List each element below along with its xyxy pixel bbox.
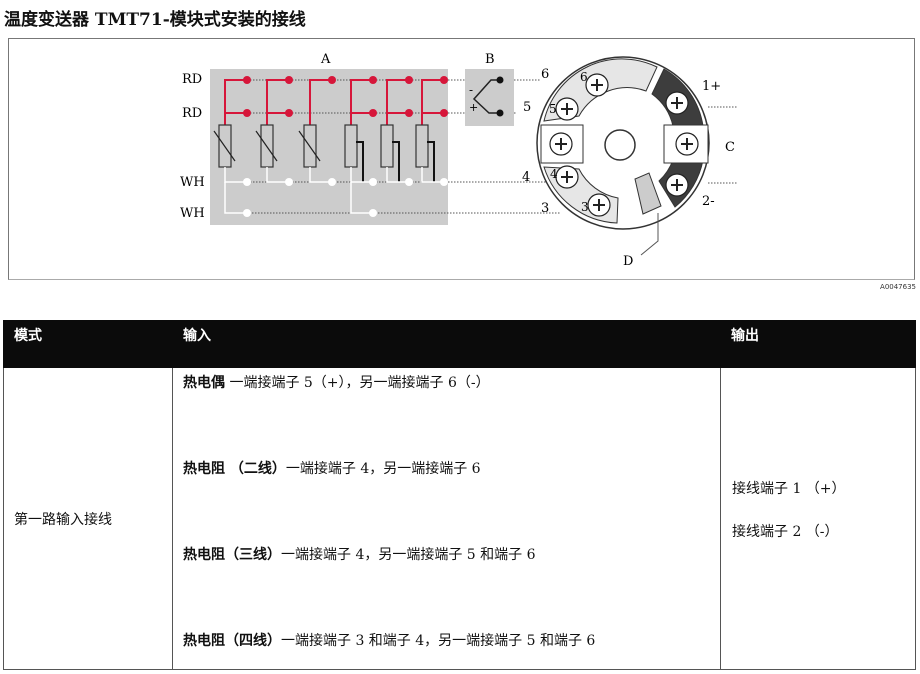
white-terminal-dot <box>405 178 413 186</box>
white-wire <box>309 167 332 183</box>
label-output-2: 2- <box>702 194 715 209</box>
label-rd-2: RD <box>182 106 202 121</box>
red-terminal-dot <box>369 109 377 117</box>
ring-label-4: 4 <box>550 167 558 181</box>
red-wire <box>266 79 289 125</box>
terminal-head <box>536 56 710 256</box>
mode-cell: 第一路输入接线 <box>3 367 173 670</box>
label-c: C <box>725 140 735 155</box>
screw-cross-icon <box>555 138 567 150</box>
screw-cross-icon <box>561 103 573 115</box>
header-output: 输出 <box>720 320 916 368</box>
wiper-wire <box>392 141 400 182</box>
red-terminal-dot <box>328 76 336 84</box>
label-wh-1: WH <box>180 175 205 190</box>
label-d: D <box>623 254 633 269</box>
thermistor-slash <box>255 130 278 162</box>
thermocouple-box <box>465 69 514 126</box>
white-terminal-dot <box>369 178 377 186</box>
thermistor-slash <box>213 130 236 162</box>
red-wire <box>224 79 247 125</box>
white-terminal-dot <box>369 209 377 217</box>
screw-cross-icon <box>681 138 693 150</box>
label-rd-1: RD <box>182 72 202 87</box>
resistor <box>380 124 394 168</box>
label-terminal-6: 6 <box>541 67 549 82</box>
white-wire <box>224 182 247 214</box>
red-terminal-dot <box>243 109 251 117</box>
output-terminal-2: 接线端子 2 （-） <box>732 524 839 540</box>
figure-code: A0047635 <box>880 283 916 291</box>
output-terminal-1: 接线端子 1 （+） <box>732 481 846 497</box>
header-input: 输入 <box>172 320 721 368</box>
white-terminal-dot <box>440 178 448 186</box>
red-wire <box>309 79 332 125</box>
input-cell: 热电偶 一端接端子 5（+），另一端接端子 6（-） 热电阻 （二线）一端接端子… <box>172 367 721 670</box>
screw-cross-icon <box>671 179 683 191</box>
input-rtd-2wire: 热电阻 （二线）一端接端子 4，另一端接端子 6 <box>183 461 481 477</box>
red-terminal-dot <box>405 76 413 84</box>
screw-cross-icon <box>593 199 605 211</box>
page-title: 温度变送器 TMT71-模块式安装的接线 <box>4 10 306 30</box>
rtd-group-box <box>210 69 448 225</box>
white-terminal-dot <box>243 209 251 217</box>
label-terminal-4: 4 <box>522 170 530 185</box>
tc-plus-label: + <box>469 101 478 114</box>
wiring-table: 模式 输入 输出 第一路输入接线 热电偶 一端接端子 5（+），另一端接端子 6… <box>3 320 916 670</box>
resistor <box>344 124 358 168</box>
red-terminal-dot <box>405 109 413 117</box>
red-terminal-dot <box>369 76 377 84</box>
red-terminal-dot <box>243 76 251 84</box>
red-wire <box>386 79 409 125</box>
red-wire <box>421 79 444 125</box>
white-terminal-dot <box>328 178 336 186</box>
ring-label-6: 6 <box>580 70 588 84</box>
red-terminal-dot <box>440 76 448 84</box>
screw-cross-icon <box>591 79 603 91</box>
label-wh-2: WH <box>180 206 205 221</box>
thermistor-slash <box>298 130 321 162</box>
red-terminal-dot <box>440 109 448 117</box>
table-header-row: 模式 输入 输出 <box>3 320 916 368</box>
wiper-wire <box>356 141 364 182</box>
output-cell: 接线端子 1 （+） 接线端子 2 （-） <box>720 367 916 670</box>
label-a: A <box>320 52 331 67</box>
input-rtd-3wire: 热电阻（三线）一端接端子 4，另一端接端子 5 和端子 6 <box>183 547 536 563</box>
input-thermocouple: 热电偶 一端接端子 5（+），另一端接端子 6（-） <box>183 375 490 391</box>
wiper-wire <box>427 141 435 182</box>
white-terminal-dot <box>285 178 293 186</box>
label-terminal-5: 5 <box>523 100 531 115</box>
header-mode: 模式 <box>3 320 173 368</box>
label-output-1: 1+ <box>702 79 721 94</box>
red-terminal-dot <box>285 76 293 84</box>
screw-cross-icon <box>561 171 573 183</box>
red-terminal-dot <box>285 109 293 117</box>
tc-minus-label: - <box>469 83 473 97</box>
red-wire <box>350 79 373 125</box>
wiring-diagram: - + A B RD RD WH WH 6 5 4 3 6 5 4 3 1+ <box>8 38 915 280</box>
wiring-diagram-svg: - + A B RD RD WH WH 6 5 4 3 6 5 4 3 1+ <box>180 52 738 269</box>
label-terminal-3: 3 <box>541 201 549 216</box>
white-terminal-dot <box>243 178 251 186</box>
ring-label-5: 5 <box>549 102 557 116</box>
white-wire <box>350 182 373 214</box>
white-wire <box>386 167 409 183</box>
resistor <box>415 124 429 168</box>
input-rtd-4wire: 热电阻（四线）一端接端子 3 和端子 4，另一端接端子 5 和端子 6 <box>183 633 596 649</box>
screw-cross-icon <box>671 97 683 109</box>
ring-label-3: 3 <box>581 200 589 214</box>
white-wire <box>266 167 289 183</box>
label-b: B <box>485 52 495 67</box>
white-wire <box>421 167 444 183</box>
table-row: 第一路输入接线 热电偶 一端接端子 5（+），另一端接端子 6（-） 热电阻 （… <box>3 367 916 670</box>
